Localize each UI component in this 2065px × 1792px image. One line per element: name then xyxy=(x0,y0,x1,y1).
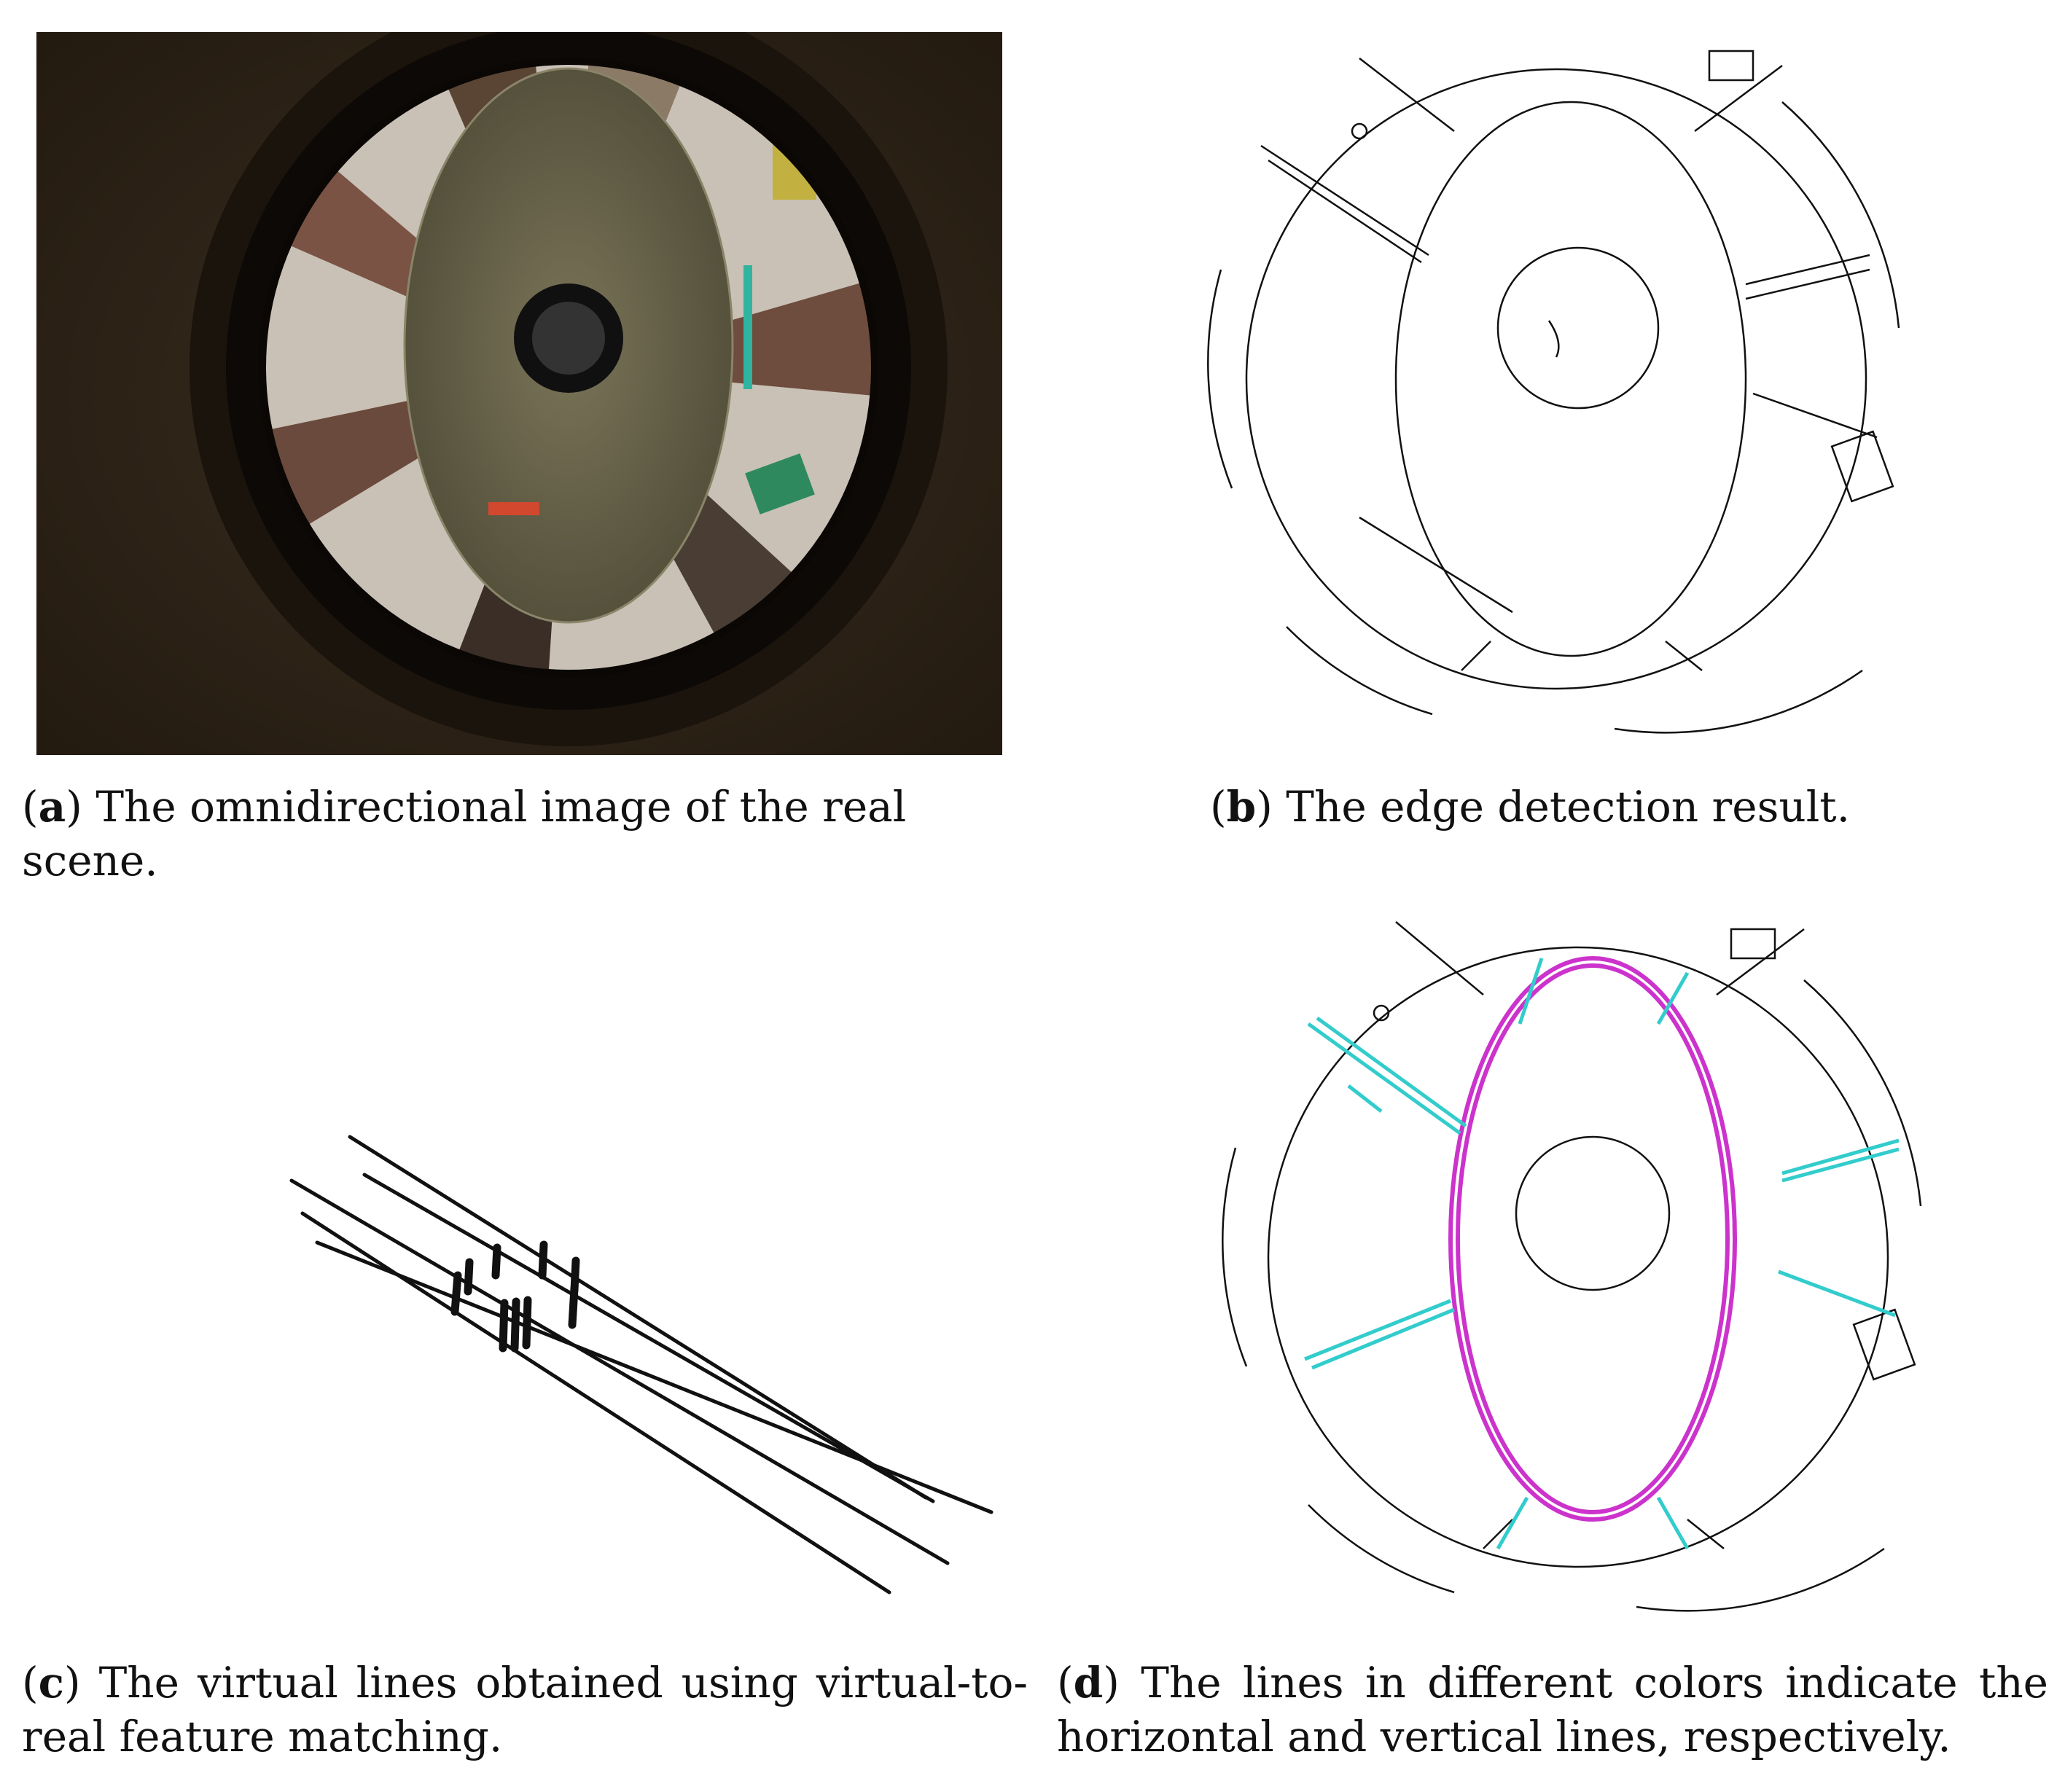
feature-mark xyxy=(568,1284,579,1329)
caption-b: (b) The edge detection result. xyxy=(1210,782,1851,832)
caption-b-text: The edge detection result. xyxy=(1286,782,1851,832)
virtual-line xyxy=(315,1240,994,1514)
line-classification-image xyxy=(1222,921,1922,1612)
caption-a: (a) The omnidirectional image of the rea… xyxy=(22,782,907,886)
panel-label-a: a xyxy=(38,782,66,832)
feature-mark xyxy=(491,1243,501,1280)
virtual-line xyxy=(362,1173,935,1503)
feature-mark xyxy=(510,1297,520,1353)
panel-d-image xyxy=(1163,893,1957,1614)
edge-detection-image xyxy=(1207,50,1900,734)
feature-mark xyxy=(464,1258,474,1296)
feature-mark xyxy=(522,1296,532,1350)
panel-a-image xyxy=(36,32,1002,755)
virtual-lines-image xyxy=(289,1135,994,1595)
virtual-line xyxy=(348,1135,928,1500)
feature-mark xyxy=(450,1271,462,1316)
caption-c-text: The virtual lines obtained using virtual… xyxy=(22,1658,1028,1762)
panel-c-image xyxy=(270,1093,1013,1618)
panel-label-c: c xyxy=(38,1658,64,1707)
caption-c: (c) The virtual lines obtained using vir… xyxy=(22,1658,1028,1762)
panel-label-b: b xyxy=(1226,782,1257,832)
caption-d-text: The lines in different colors indicate t… xyxy=(1057,1658,2048,1762)
caption-a-text: The omnidirectional image of the real sc… xyxy=(22,782,907,886)
feature-mark xyxy=(538,1240,548,1280)
virtual-line xyxy=(289,1178,950,1565)
feature-mark xyxy=(499,1299,509,1353)
omnidirectional-photo xyxy=(36,32,1002,755)
vertical-lines xyxy=(1304,958,1900,1550)
panel-label-d: d xyxy=(1073,1658,1104,1707)
horizontal-lines xyxy=(1448,956,1737,1522)
caption-d: (d) The lines in different colors indica… xyxy=(1057,1658,2048,1762)
panel-b-image xyxy=(1141,15,1935,736)
